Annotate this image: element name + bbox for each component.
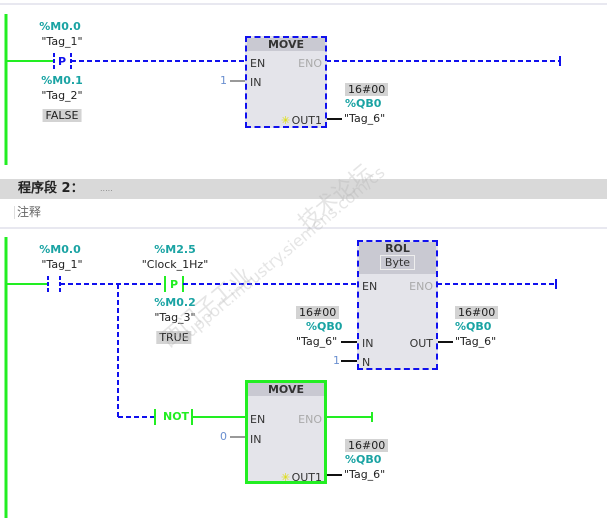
in-value[interactable]: 1 — [220, 74, 227, 87]
pin-eno: ENO — [298, 413, 322, 426]
pin-out: OUT — [409, 337, 433, 350]
move-block[interactable]: MOVE EN ENO IN ✳ OUT1 — [245, 36, 327, 128]
out-tag[interactable]: "Tag_6" — [344, 112, 386, 125]
rol-type[interactable]: Byte — [379, 255, 416, 270]
pin-in: IN — [362, 337, 374, 350]
pin-eno: ENO — [409, 280, 433, 293]
not-contact[interactable]: NOT — [163, 410, 190, 423]
out-value: 16#00 — [455, 306, 499, 319]
rol-header: ROL Byte — [359, 242, 436, 274]
rol-block[interactable]: ROL Byte EN ENO IN N OUT — [357, 240, 438, 370]
out-address: %QB0 — [455, 320, 492, 333]
pin-eno: ENO — [298, 57, 322, 70]
in-address: %QB0 — [306, 320, 343, 333]
network-2-header[interactable]: 程序段 2： ..... — [0, 179, 607, 199]
pin-en: EN — [250, 57, 266, 70]
contact-address: %M0.0 — [39, 20, 81, 33]
p-contact-tag: "Clock_1Hz" — [141, 258, 209, 271]
star-icon: ✳ — [281, 114, 291, 127]
out-tag[interactable]: "Tag_6" — [455, 335, 497, 348]
edge-address: %M0.1 — [41, 74, 83, 87]
out-address: %QB0 — [345, 453, 382, 466]
network-title: 程序段 2： — [18, 181, 84, 196]
p-contact[interactable]: P — [169, 278, 179, 291]
pin-en: EN — [362, 280, 378, 293]
edge-tag: "Tag_2" — [41, 89, 83, 102]
status-value: FALSE — [42, 109, 82, 122]
network-dots: ..... — [100, 184, 113, 193]
edge-address: %M0.2 — [154, 296, 196, 309]
out-value: 16#00 — [345, 439, 389, 452]
contact-tag: "Tag_1" — [41, 35, 83, 48]
in-value: 16#00 — [296, 306, 340, 319]
in-tag[interactable]: "Tag_6" — [296, 335, 338, 348]
pin-en: EN — [250, 413, 266, 426]
pin-out1: OUT1 — [291, 114, 322, 127]
pin-out1: OUT1 — [291, 471, 322, 484]
out-tag[interactable]: "Tag_6" — [344, 468, 386, 481]
contact-tag: "Tag_1" — [41, 258, 83, 271]
rol-title: ROL — [385, 242, 410, 255]
contact-address: %M0.0 — [39, 243, 81, 256]
pin-in: IN — [250, 76, 262, 89]
out-value: 16#00 — [345, 83, 389, 96]
pin-n: N — [362, 356, 371, 369]
move-title: MOVE — [248, 383, 324, 396]
in-value[interactable]: 0 — [220, 430, 227, 443]
p-contact-address: %M2.5 — [154, 243, 196, 256]
edge-tag: "Tag_3" — [154, 311, 196, 324]
p-contact[interactable]: P — [57, 55, 67, 68]
n-value[interactable]: 1 — [333, 354, 340, 367]
star-icon: ✳ — [281, 471, 291, 484]
comment-field[interactable]: 注释 — [14, 206, 41, 219]
status-value: TRUE — [156, 331, 192, 344]
move-block[interactable]: MOVE EN ENO IN ✳ OUT1 — [245, 380, 327, 484]
move-title: MOVE — [247, 38, 325, 51]
out-address: %QB0 — [345, 97, 382, 110]
pin-in: IN — [250, 433, 262, 446]
